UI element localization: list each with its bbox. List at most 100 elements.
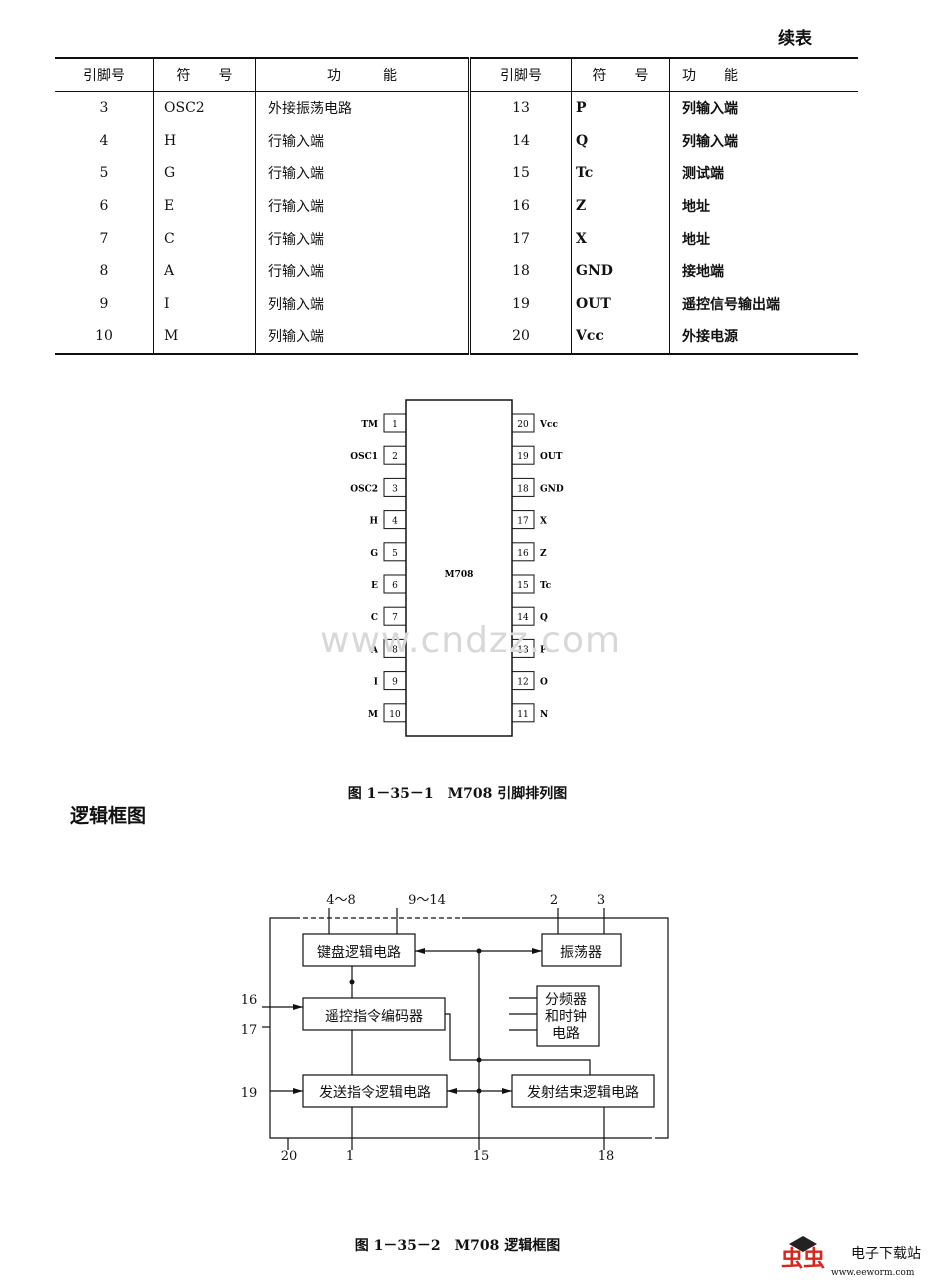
pin-number: 6 (392, 581, 398, 591)
divider-label-3: 电路 (552, 1026, 580, 1042)
pin-function: 外接振荡电路 (255, 91, 471, 125)
pin-number: 16 (517, 549, 529, 559)
pin-function: 行输入端 (255, 189, 471, 223)
outer-frame-right (462, 917, 669, 1139)
pin-number: 17 (469, 222, 572, 255)
pin-symbol: H (153, 124, 256, 158)
pin-name: H (369, 517, 378, 527)
outer-frame-left (269, 917, 652, 1139)
pin-box (511, 671, 535, 691)
pin-symbol: Vcc (571, 320, 670, 354)
pin-box (383, 671, 407, 691)
label-17: 17 (241, 1023, 258, 1038)
pin-box (383, 703, 407, 723)
pin-number: 11 (517, 710, 528, 720)
chip-body (405, 399, 513, 737)
pin-function: 行输入端 (255, 254, 471, 288)
pin-name: E (371, 581, 378, 591)
pin-number: 15 (469, 157, 572, 190)
pin-name: Vcc (539, 420, 558, 430)
pin-number: 3 (55, 91, 154, 125)
pin-number: 20 (469, 320, 572, 354)
pin-name: Z (540, 549, 547, 559)
encoder-label: 遥控指令编码器 (325, 1009, 423, 1025)
pin-number: 7 (55, 222, 154, 255)
pin-symbol: X (571, 222, 670, 255)
pin-number: 4 (392, 517, 398, 527)
pin-name: N (540, 710, 548, 720)
pin-function: 接地端 (682, 264, 724, 281)
pin-name: C (371, 613, 378, 623)
pin-symbol: Q (571, 124, 670, 158)
pin-number: 2 (392, 452, 398, 462)
label-19: 19 (241, 1086, 258, 1101)
pin-box (511, 445, 535, 465)
label-20: 20 (281, 1149, 298, 1164)
pin-number: 20 (517, 420, 529, 430)
divider-clock-block (536, 985, 600, 1047)
oscillator-block (541, 933, 622, 967)
header-function-left: 功 能 (255, 58, 471, 92)
pin-name: X (540, 517, 547, 527)
pin-name: Q (540, 613, 548, 623)
pin-number: 13 (517, 645, 529, 655)
pin-function: 行输入端 (255, 157, 471, 190)
pin-function: 列输入端 (255, 287, 471, 321)
pin-name: OSC1 (350, 452, 378, 462)
header-pin-right: 引脚号 (469, 58, 572, 92)
label-1: 1 (346, 1149, 354, 1164)
site-logo: 虫虫 电子下载站 www.eeworm.com (775, 1222, 925, 1278)
pin-name: I (374, 678, 378, 688)
pin-box (511, 606, 535, 626)
pin-box (383, 638, 407, 658)
logo-url: www.eeworm.com (831, 1268, 915, 1277)
pin-symbol: I (153, 287, 256, 321)
pin-number: 18 (517, 484, 529, 494)
pin-name: Tc (540, 581, 552, 591)
pin-symbol: G (153, 157, 256, 190)
pinout-caption: 图 1－35－1 M708 引脚排列图 (347, 786, 568, 802)
pin-function: 地址 (682, 231, 710, 248)
header-pin-left: 引脚号 (55, 58, 154, 92)
pin-number: 16 (469, 189, 572, 223)
pin-box (383, 413, 407, 433)
pin-symbol: M (153, 320, 256, 354)
pin-number: 4 (55, 124, 154, 158)
pin-number: 14 (517, 613, 529, 623)
send-logic-label: 发送指令逻辑电路 (319, 1085, 431, 1101)
mortarboard-icon (789, 1236, 817, 1252)
continued-label: 续表 (778, 29, 812, 49)
header-function-right: 功 能 (669, 58, 858, 92)
pin-number: 5 (55, 157, 154, 190)
pin-symbol: C (153, 222, 256, 255)
pin-box (511, 542, 535, 562)
pin-function: 列输入端 (682, 101, 738, 118)
pin-number: 10 (389, 710, 401, 720)
pin-number: 18 (469, 254, 572, 288)
pin-function: 外接电源 (682, 329, 738, 346)
pin-name: M (368, 710, 378, 720)
label-2: 2 (550, 893, 558, 908)
pin-symbol: OSC2 (153, 91, 256, 125)
divider-label-1: 分频器 (545, 992, 587, 1008)
keyboard-logic-block (302, 933, 416, 967)
pin-number: 10 (55, 320, 154, 354)
pin-number: 8 (55, 254, 154, 288)
pin-symbol: P (571, 91, 670, 125)
pin-number: 1 (392, 420, 398, 430)
label-15: 15 (473, 1149, 490, 1164)
oscillator-label: 振荡器 (560, 945, 602, 961)
label-16: 16 (241, 993, 258, 1008)
pin-number: 5 (392, 549, 398, 559)
pin-symbol: Tc (571, 157, 670, 190)
pin-function: 测试端 (682, 166, 724, 183)
pin-number: 14 (469, 124, 572, 158)
